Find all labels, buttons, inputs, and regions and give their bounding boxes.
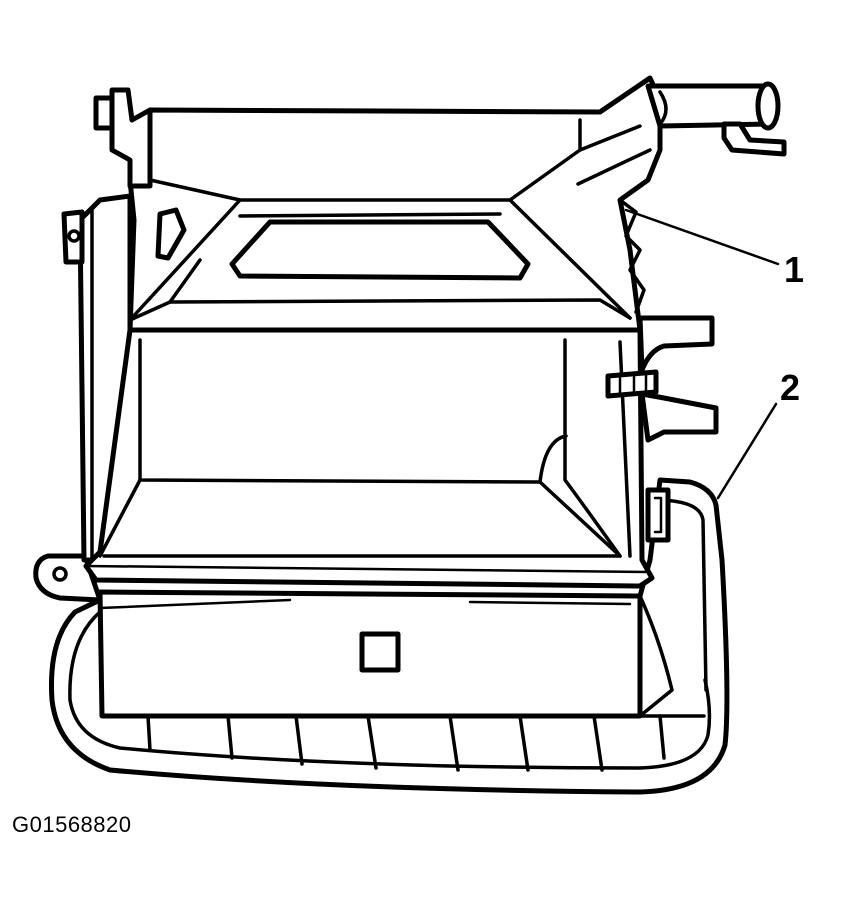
pyramid-base-inner [168, 258, 202, 304]
frame-left-post [109, 87, 153, 189]
pyramid-edge-right [508, 198, 632, 320]
part-2-lower-housing [33, 477, 730, 795]
cover-top-panel [229, 219, 531, 281]
right-latch [645, 487, 671, 543]
leader-line-2 [716, 402, 778, 500]
pyramid-edge-left [128, 198, 242, 322]
callout-2: 2 [780, 367, 800, 408]
lower-box-side [638, 594, 674, 718]
lower-housing-inner-rim [68, 610, 712, 770]
cover-brace-1 [578, 124, 642, 152]
cover-top-ridge [238, 212, 502, 218]
lower-box-top-edge-right [468, 600, 632, 606]
pyramid-cover [127, 75, 663, 333]
left-mounting-hole [52, 566, 68, 582]
filter-compartment [83, 327, 655, 589]
compartment-inner-corner [98, 478, 142, 558]
intake-tube-joint [658, 90, 668, 126]
cover-brace-2 [576, 148, 652, 186]
right-connector-lower [639, 391, 719, 443]
right-clip-ridges [618, 371, 648, 398]
lower-box-front [97, 589, 643, 719]
figure-code: G01568820 [12, 812, 132, 837]
part-1-upper-housing [61, 75, 787, 589]
intake-tube-end [755, 81, 781, 131]
right-latch-detail [653, 496, 663, 534]
leader-line-1 [624, 208, 780, 266]
frame-left-knob [93, 95, 115, 131]
tube-bracket [721, 121, 787, 157]
lower-box-top-edge [98, 598, 292, 610]
right-notched-edge [618, 198, 646, 314]
inspection-window [359, 631, 401, 673]
pyramid-base-rim [128, 298, 632, 322]
compartment-inner-right [563, 338, 622, 558]
bottom-ribs [100, 714, 706, 772]
right-connector-upper [637, 315, 715, 373]
right-clip [605, 369, 659, 399]
callout-1: 1 [784, 249, 804, 290]
compartment-curve [538, 434, 568, 484]
upper-left-tab [61, 209, 85, 265]
compartment-bottom-rim [84, 564, 652, 574]
upper-left-tab-hole [67, 229, 81, 243]
left-triangle-vent [155, 207, 187, 261]
